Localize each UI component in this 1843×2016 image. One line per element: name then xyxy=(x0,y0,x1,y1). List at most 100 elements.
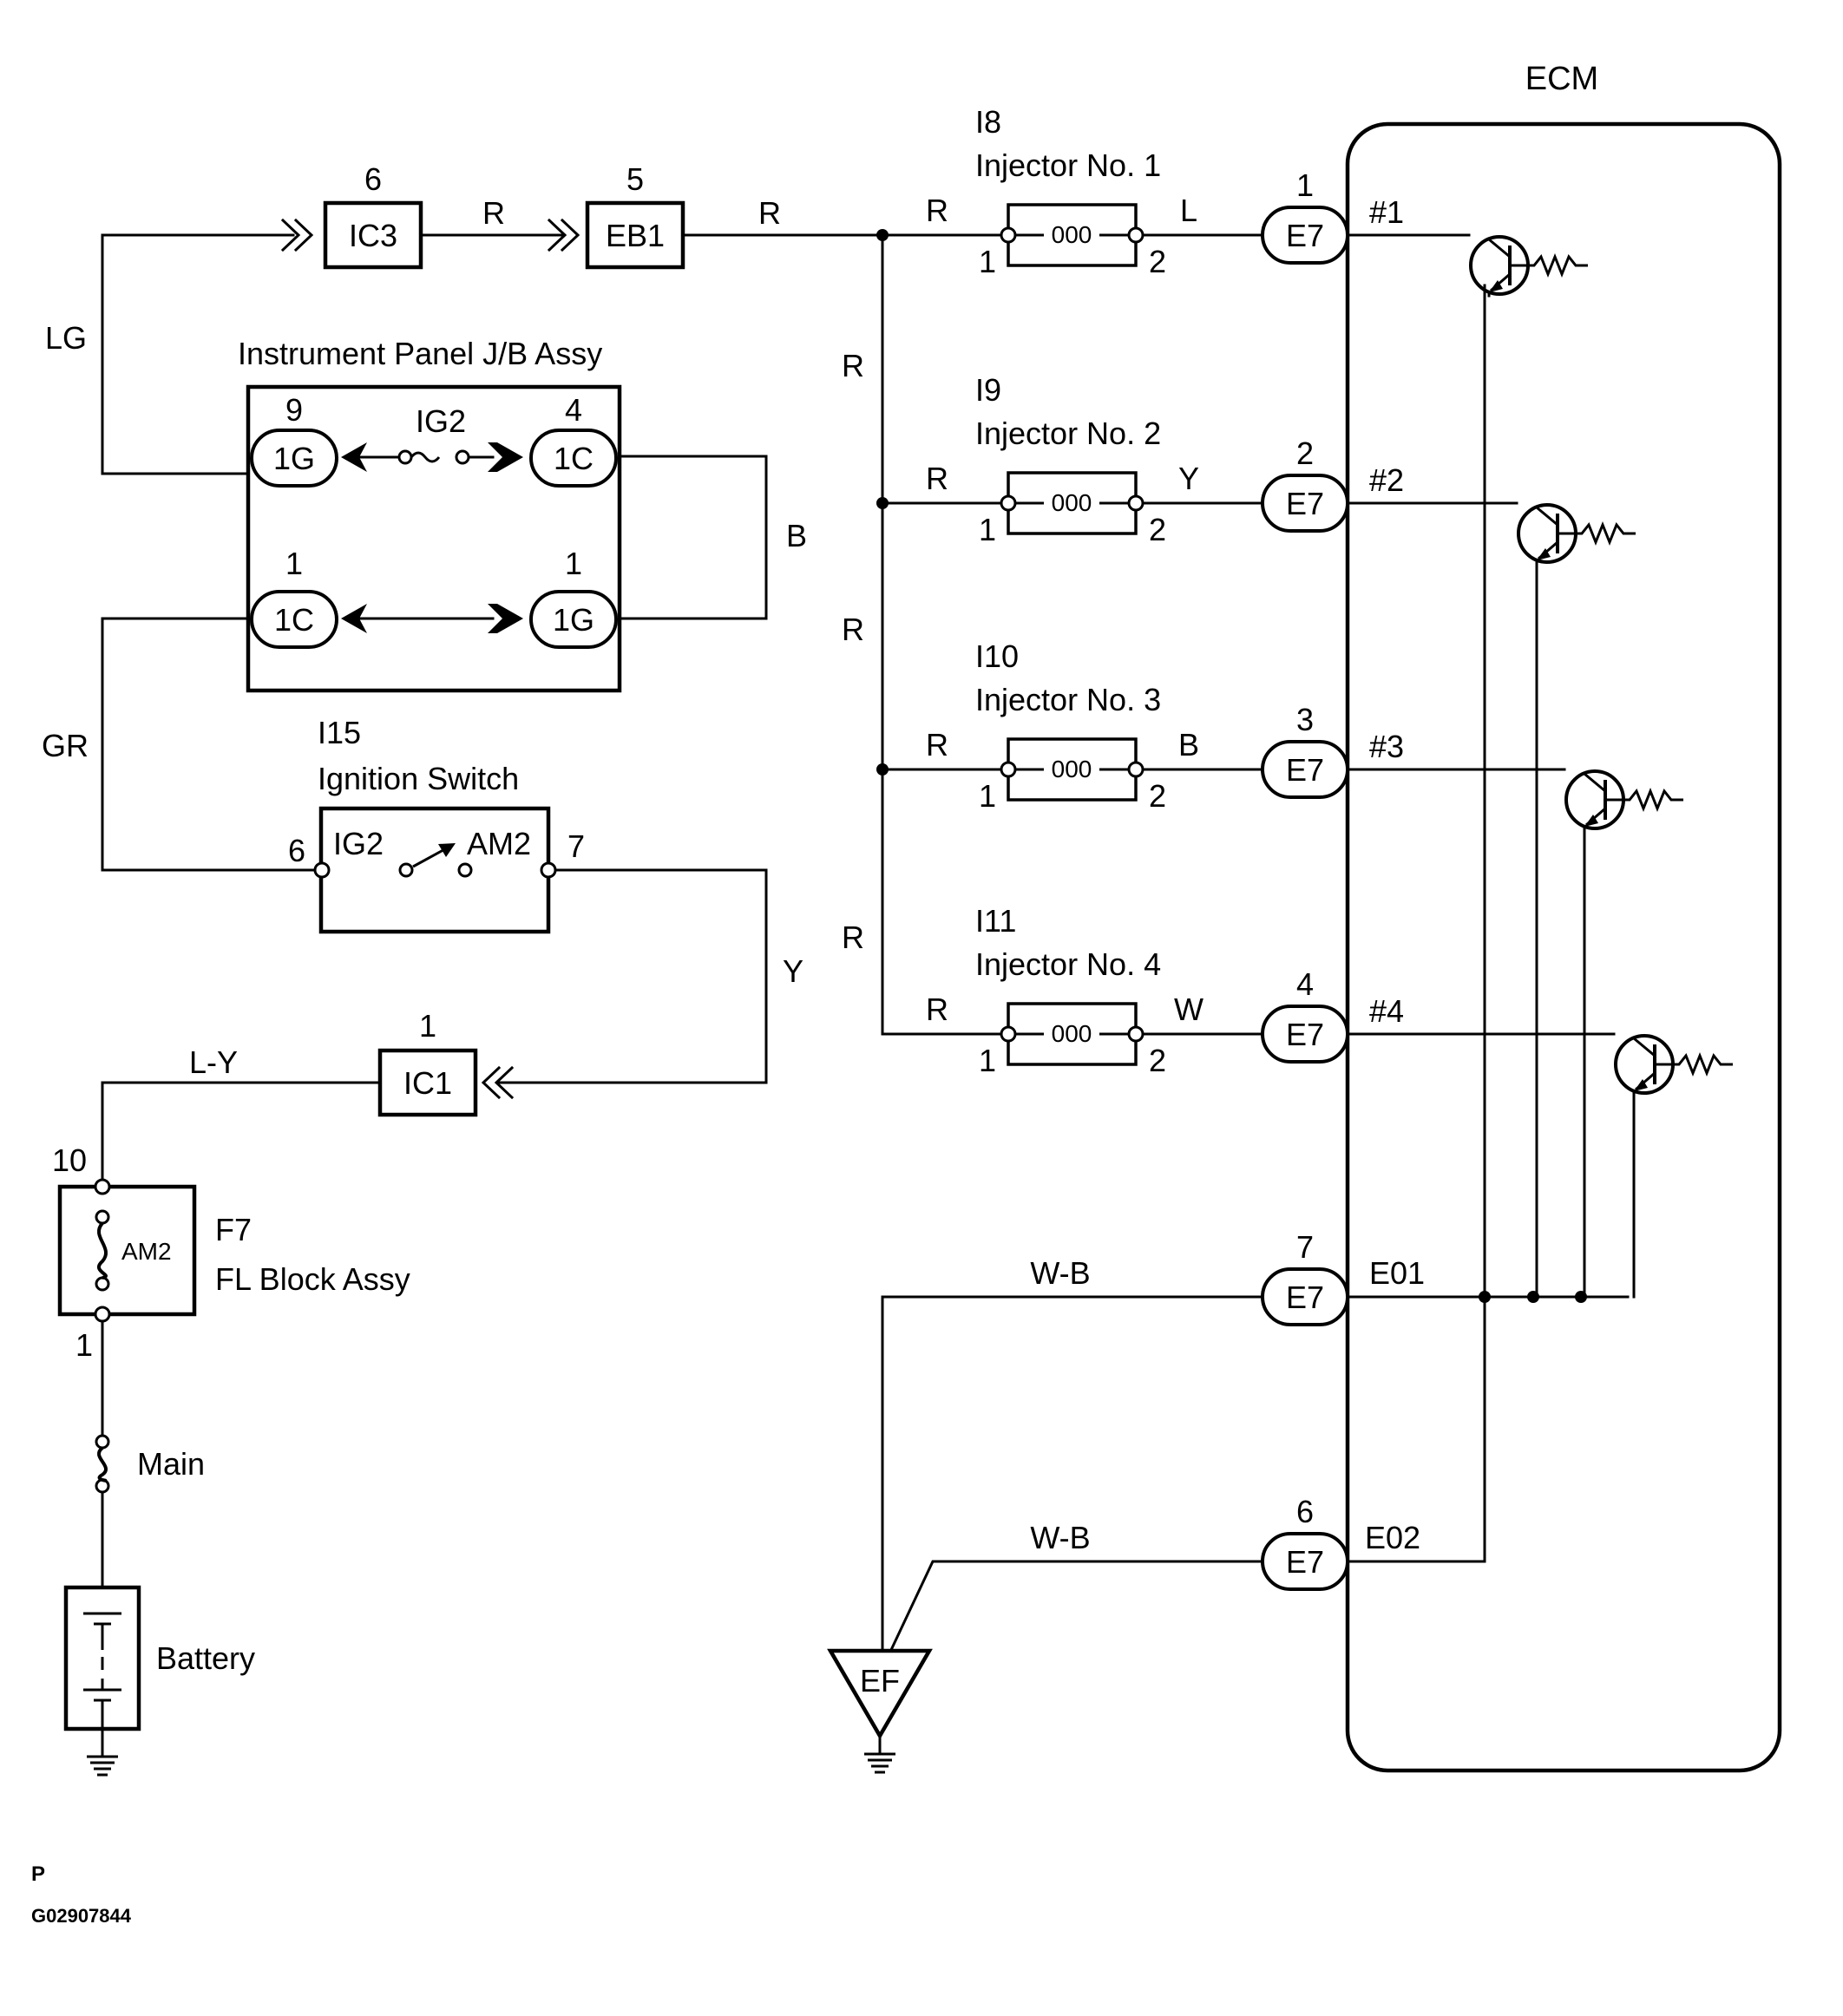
wire-color-y: Y xyxy=(783,953,803,989)
connector-eb1: EB1 5 xyxy=(547,161,685,270)
e01-conn: E7 xyxy=(1286,1280,1324,1315)
wire-color-inj-in: R xyxy=(926,992,948,1027)
coil-icon: 000 xyxy=(1052,756,1092,782)
connector-e7-label: E7 xyxy=(1286,486,1324,521)
connector-ic3: IC3 6 xyxy=(280,161,423,270)
jb-bl-label: 1C xyxy=(274,602,314,638)
jb-tr-label: 1C xyxy=(554,441,594,476)
wire-color-inj-in: R xyxy=(926,727,948,763)
ignition-switch-am2: AM2 xyxy=(467,826,531,861)
wire-color-inj-out: B xyxy=(1178,727,1199,763)
injector-name: Injector No. 4 xyxy=(975,946,1161,982)
footer-code: P xyxy=(31,1862,45,1886)
battery-label: Battery xyxy=(156,1640,255,1676)
connector-e7 xyxy=(1261,206,1349,265)
injector-id: I11 xyxy=(975,903,1016,939)
ecm-pin-label: #3 xyxy=(1369,729,1404,764)
e02-label: E02 xyxy=(1365,1520,1420,1555)
jb-br-pin: 1 xyxy=(565,546,582,581)
injector-pin-out: 2 xyxy=(1149,244,1166,279)
wire-color-r-bus-1: R xyxy=(842,348,864,383)
fl-block-name: FL Block Assy xyxy=(215,1261,410,1297)
wire-color-gr: GR xyxy=(42,728,89,763)
injector-name: Injector No. 2 xyxy=(975,416,1161,451)
connector-e7 xyxy=(1261,740,1349,799)
jb-tr-pin: 4 xyxy=(565,392,582,428)
ignition-switch-pin-right: 7 xyxy=(567,828,585,864)
ecm-pin-label: #2 xyxy=(1369,462,1404,498)
connector-e7-e02: E7 6 E02 xyxy=(1261,1494,1420,1591)
wire-color-r-bus-2: R xyxy=(842,612,864,647)
wire-color-ly: L-Y xyxy=(189,1044,238,1080)
transistor-icon xyxy=(1517,503,1636,1299)
footer-figure: G02907844 xyxy=(31,1905,132,1927)
connector-e7-label: E7 xyxy=(1286,218,1324,253)
ignition-switch-pin-left: 6 xyxy=(288,833,305,868)
connector-ic3-pin: 6 xyxy=(364,161,382,197)
injector-pin-out: 2 xyxy=(1149,778,1166,814)
injector-name: Injector No. 1 xyxy=(975,147,1161,183)
transistor-icon xyxy=(1614,1034,1733,1299)
ground-point-ef: EF xyxy=(827,1648,933,1774)
power-path-wires xyxy=(101,233,884,1758)
e01-label: E01 xyxy=(1369,1255,1425,1291)
coil-icon: 000 xyxy=(1052,221,1092,248)
injector-id: I9 xyxy=(975,372,1001,408)
jb-tl-pin: 9 xyxy=(285,392,303,428)
wire-color-inj-out: Y xyxy=(1178,461,1199,496)
connector-e7-label: E7 xyxy=(1286,752,1324,788)
junction-block: Instrument Panel J/B Assy 1G 9 IG2 1C 4 … xyxy=(238,336,622,693)
coil-icon: 000 xyxy=(1052,489,1092,516)
injector-bus xyxy=(876,229,1010,1036)
ecm: ECM xyxy=(1345,61,1782,1773)
fl-block-fuse: AM2 xyxy=(121,1238,172,1265)
ignition-switch-ig2: IG2 xyxy=(333,826,384,861)
injector-id: I10 xyxy=(975,638,1019,674)
wire-color-b: B xyxy=(786,518,807,553)
fl-block-id: F7 xyxy=(215,1212,252,1247)
wire-color-inj-out: W xyxy=(1174,992,1204,1027)
connector-eb1-pin: 5 xyxy=(626,161,644,197)
injector-pin-out: 2 xyxy=(1149,512,1166,547)
ecm-title: ECM xyxy=(1525,61,1598,97)
e02-conn: E7 xyxy=(1286,1544,1324,1580)
ecm-pin-label: #1 xyxy=(1369,194,1404,230)
connector-e7-pin: 2 xyxy=(1296,435,1314,471)
battery-ground-icon xyxy=(87,1755,118,1777)
wire-color-inj-in: R xyxy=(926,193,948,228)
ignition-switch: I15 Ignition Switch IG2 AM2 6 7 xyxy=(288,715,585,934)
transistor-icon xyxy=(1564,769,1683,1299)
connector-e7-label: E7 xyxy=(1286,1017,1324,1052)
wire-color-wb-2: W-B xyxy=(1030,1520,1090,1555)
ignition-switch-id: I15 xyxy=(318,715,361,750)
injector-pin-in: 1 xyxy=(979,778,996,814)
fl-block: AM2 10 1 F7 FL Block Assy xyxy=(52,1142,410,1363)
battery: Battery xyxy=(63,1585,255,1731)
injector-pin-out: 2 xyxy=(1149,1043,1166,1078)
ground-wires xyxy=(881,284,1630,1652)
fl-block-pin-top: 10 xyxy=(52,1142,87,1178)
connector-e7-e01: E7 7 E01 xyxy=(1261,1229,1425,1326)
wire-color-r-eb1-bus: R xyxy=(758,195,781,231)
connector-e7-pin: 1 xyxy=(1296,167,1314,203)
fl-block-pin-bottom: 1 xyxy=(75,1327,93,1363)
connector-ic1-label: IC1 xyxy=(403,1065,452,1101)
injector-name: Injector No. 3 xyxy=(975,682,1161,717)
main-fuse-label: Main xyxy=(137,1446,205,1482)
transistor-icon xyxy=(1469,235,1588,298)
wire-color-r-ic3-eb1: R xyxy=(482,195,505,231)
ground-point-label: EF xyxy=(860,1663,900,1699)
ecm-pin-label: #4 xyxy=(1369,993,1404,1029)
jb-bl-pin: 1 xyxy=(285,546,303,581)
connector-ic1: IC1 1 xyxy=(377,1008,515,1117)
connector-e7-pin: 3 xyxy=(1296,702,1314,737)
junction-block-title: Instrument Panel J/B Assy xyxy=(238,336,602,371)
connector-eb1-label: EB1 xyxy=(606,218,665,253)
connector-e7 xyxy=(1261,1005,1349,1064)
e02-pin: 6 xyxy=(1296,1494,1314,1529)
connector-e7 xyxy=(1261,474,1349,533)
